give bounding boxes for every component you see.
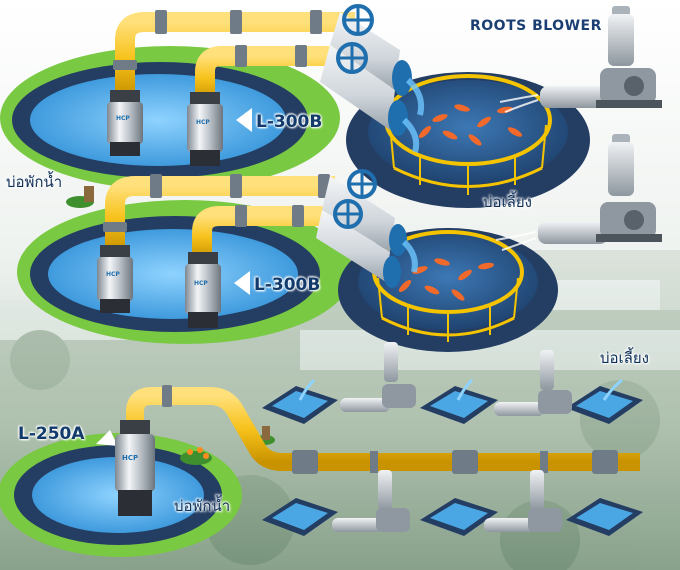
submersible-pump-icon: HCP: [187, 92, 223, 166]
roots-blower-icon: [332, 470, 410, 532]
svg-text:HCP: HCP: [122, 454, 138, 462]
culture-tank: [262, 498, 338, 536]
culture-tank: [420, 378, 498, 424]
culture-tank: [420, 498, 498, 536]
svg-text:HCP: HCP: [106, 271, 120, 278]
roots-blower-icon: [340, 342, 416, 412]
background-landscape: [0, 250, 680, 570]
roots-blower-icon: [538, 134, 662, 244]
pump-label-middle: L-300B: [254, 275, 321, 295]
submersible-pump-icon: HCP: [107, 90, 143, 156]
shrimp-icon: [418, 104, 523, 146]
culture-pond-label-right: บ่อเลี้ยง: [600, 349, 649, 367]
svg-text:HCP: HCP: [194, 280, 208, 287]
roots-blower-icon: [484, 470, 562, 532]
roots-blower-icon: [494, 350, 572, 416]
pipe-network-middle: [103, 169, 418, 288]
flower-bush-icon: [180, 447, 212, 465]
valve-wheel-icon: [336, 42, 368, 74]
culture-tank: [566, 498, 643, 536]
valve-wheel-icon: [333, 199, 363, 229]
submersible-pump-icon: HCP: [185, 252, 221, 328]
svg-text:HCP: HCP: [196, 119, 210, 126]
submersible-pump-icon: HCP: [97, 245, 133, 313]
pump-label-bottom: L-250A: [18, 424, 85, 444]
culture-pond-label-middle: บ่อเลี้ยง: [483, 193, 532, 211]
valve-wheel-icon: [347, 169, 377, 199]
roots-blower-label: ROOTS BLOWER: [470, 18, 602, 34]
culture-tank: [262, 378, 338, 424]
submersible-pump-icon: HCP: [115, 420, 155, 516]
svg-text:HCP: HCP: [116, 115, 130, 122]
valve-wheel-icon: [342, 4, 374, 36]
reservoir-label-top: บ่อพักน้ำ: [6, 173, 63, 191]
flower-bush-icon: [66, 186, 94, 208]
reservoir-label-bottom: บ่อพักน้ำ: [174, 497, 231, 515]
pipe-network-top: [113, 4, 425, 153]
pump-label-top: L-300B: [256, 112, 323, 132]
culture-tank: [566, 378, 643, 424]
roots-blower-icon: [540, 6, 662, 108]
